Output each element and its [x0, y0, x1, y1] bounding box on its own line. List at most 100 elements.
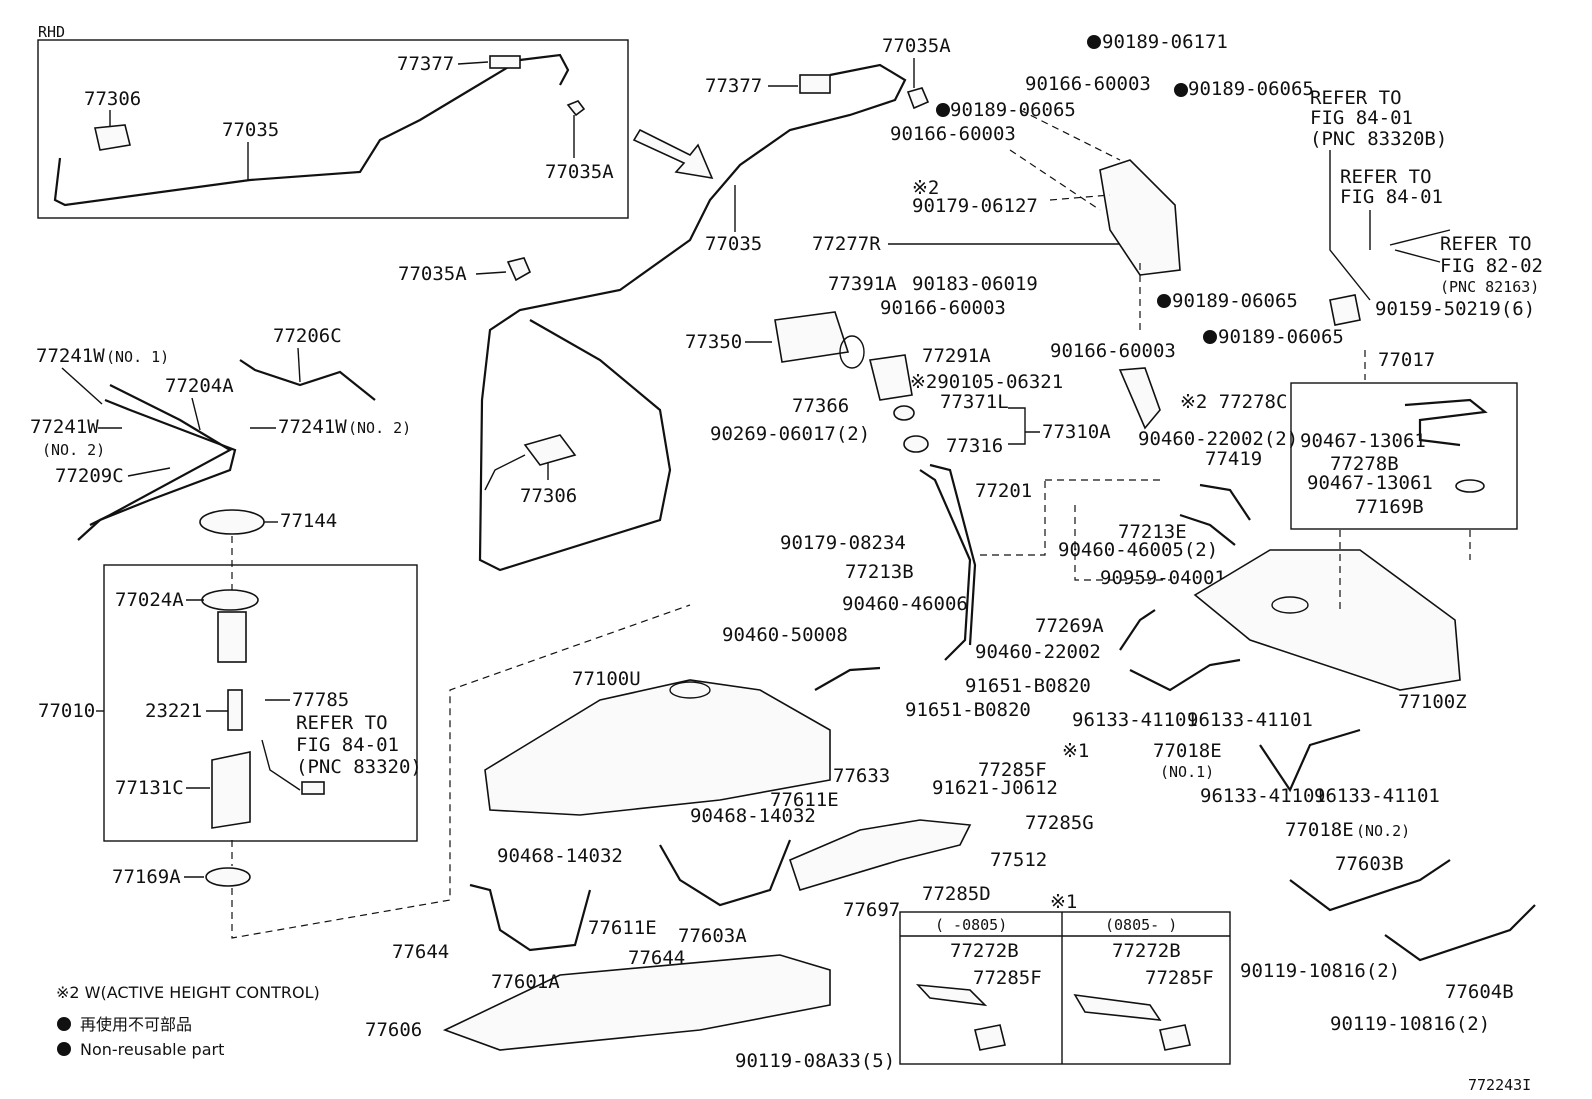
label-90460-22002: 90460-22002 — [975, 641, 1101, 663]
detail-mark1: ※1 — [1050, 891, 1077, 913]
protector-77278C — [1118, 367, 1161, 430]
label-90189-06065: 90189-06065 — [1188, 78, 1314, 100]
pump-refer-to: REFER TO — [296, 712, 388, 734]
label-90460-46006: 90460-46006 — [842, 593, 968, 615]
leader — [475, 271, 507, 275]
leader — [297, 347, 301, 383]
label-90166-60003: 90166-60003 — [880, 297, 1006, 319]
label-96133-41101: 96133-41101 — [1187, 709, 1313, 731]
o-ring-77391A — [839, 335, 865, 369]
label-77100Z: 77100Z — [1398, 691, 1467, 713]
tank-opening — [1271, 596, 1309, 614]
label-77371L: 77371L — [940, 391, 1009, 413]
label-90179-08234: 90179-08234 — [780, 532, 906, 554]
gasket-77169B — [1455, 479, 1485, 493]
connector-77306-main — [523, 434, 577, 466]
label-90460-50008: 90460-50008 — [722, 624, 848, 646]
refer-to: REFER TO — [1340, 166, 1432, 188]
label-77272B: 77272B — [1112, 940, 1181, 962]
filler-pipe-77201 — [919, 469, 972, 661]
label-77144: 77144 — [280, 510, 337, 532]
detail-clamp-old — [974, 1024, 1006, 1051]
label-77201: 77201 — [975, 480, 1032, 502]
refer-fig: FIG 82-02 — [1440, 255, 1543, 277]
rhd-clip-77035A — [566, 100, 586, 117]
nonreusable-dot — [1174, 83, 1188, 97]
label-77316: 77316 — [946, 435, 1003, 457]
label-77131C: 77131C — [115, 777, 184, 799]
gasket-77316 — [903, 435, 929, 453]
leader — [191, 397, 201, 431]
label-77035A: 77035A — [882, 35, 951, 57]
pump-subassembly-box — [103, 564, 418, 842]
pump-connector — [301, 781, 325, 795]
label-77241W-no2-note: (NO. 2) — [42, 441, 105, 459]
rhd-connector-77377 — [489, 55, 521, 69]
label-77377: 77377 — [397, 53, 454, 75]
filter-77131C — [211, 751, 251, 829]
label-77603A: 77603A — [678, 925, 747, 947]
label-91621-J0612: 91621-J0612 — [932, 777, 1058, 799]
label-77278B: 77278B — [1330, 453, 1399, 475]
label-90189-06065: 90189-06065 — [1218, 326, 1344, 348]
label-90269-06017: 90269-06017(2) — [710, 423, 870, 445]
leader — [127, 467, 171, 477]
label-77277R: 77277R — [812, 233, 881, 255]
label-90119-08A33: 90119-08A33(5) — [735, 1050, 895, 1072]
label-77285F: 77285F — [978, 759, 1047, 781]
label-77285D: 77285D — [922, 883, 991, 905]
leader — [61, 367, 103, 405]
label-23221: 23221 — [145, 700, 202, 722]
detail-bracket-old — [915, 984, 988, 1007]
pump-refer-fig: FIG 84-01 — [296, 734, 399, 756]
label-90460-46005: 90460-46005(2) — [1058, 539, 1218, 561]
refer-fig: FIG 84-01 — [1340, 186, 1443, 208]
label-77272B: 77272B — [950, 940, 1019, 962]
label-77366: 77366 — [792, 395, 849, 417]
label-77018E: 77018E — [1153, 740, 1222, 762]
strap-77603A — [659, 839, 792, 907]
label-90189-06171: 90189-06171 — [1102, 31, 1228, 53]
label-77018E-note: (NO.2) — [1356, 822, 1410, 840]
connector-77377 — [799, 74, 831, 94]
main-wire-harness — [478, 63, 907, 572]
label-77285F: 77285F — [973, 967, 1042, 989]
label-90467-13061: 90467-13061 — [1307, 472, 1433, 494]
detail-clamp-new — [1159, 1024, 1191, 1051]
rhd-connector-77306 — [94, 124, 131, 151]
refer-to: REFER TO — [1310, 87, 1402, 109]
label-77603B: 77603B — [1335, 853, 1404, 875]
label-77633: 77633 — [833, 765, 890, 787]
figure-code: 772243I — [1468, 1076, 1531, 1094]
label-77644: 77644 — [392, 941, 449, 963]
tube-77018E-no1 — [1129, 658, 1241, 692]
fuel-tank-77100U — [484, 679, 831, 816]
label-77611E: 77611E — [588, 917, 657, 939]
tank-opening — [669, 681, 711, 699]
label-96133-41101: 96133-41101 — [1314, 785, 1440, 807]
label-91651-B0820: 91651-B0820 — [965, 675, 1091, 697]
label-77306: 77306 — [84, 88, 141, 110]
label-77419: 77419 — [1205, 448, 1262, 470]
label-77010: 77010 — [38, 700, 95, 722]
pump-wire-77206C — [239, 359, 376, 401]
label-77206C: 77206C — [273, 325, 342, 347]
label-77035A: 77035A — [545, 161, 614, 183]
label-96133-41101: 96133-41101 — [1072, 709, 1198, 731]
strap-77601A — [469, 883, 592, 952]
clip-77035A-top — [906, 87, 930, 110]
label-90179-06127: 90179-06127 — [912, 195, 1038, 217]
legend-dot — [57, 1017, 71, 1031]
direction-arrow — [632, 128, 714, 180]
rhd-wire-harness — [53, 53, 570, 207]
label-77785: 77785 — [292, 689, 349, 711]
label-90460-22002-2: 90460-22002(2) — [1138, 428, 1298, 450]
pump-refer-pnc: (PNC 83320) — [296, 756, 422, 778]
label-90119-10816: 90119-10816(2) — [1330, 1013, 1490, 1035]
label-77604B: 77604B — [1445, 981, 1514, 1003]
label-77169A: 77169A — [112, 866, 181, 888]
hose-77269A — [1119, 609, 1156, 651]
label-77269A: 77269A — [1035, 615, 1104, 637]
label-77291A: 77291A — [922, 345, 991, 367]
refer-pnc: (PNC 83320B) — [1310, 128, 1447, 150]
